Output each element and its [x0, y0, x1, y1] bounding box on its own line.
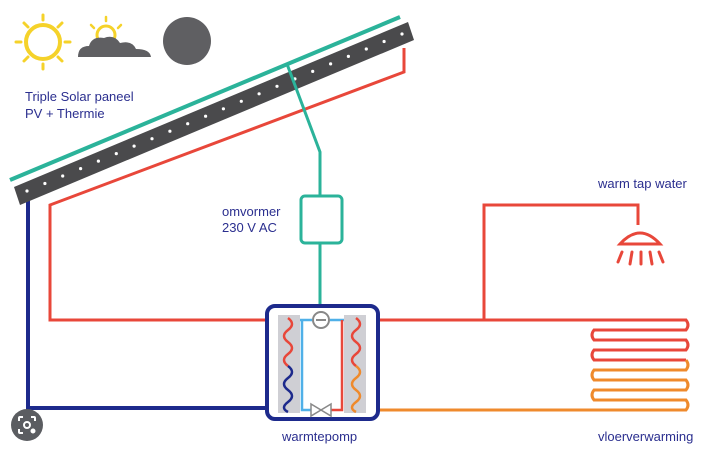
panel-label-line1: Triple Solar paneel [25, 89, 134, 104]
panel-cell-dot [400, 32, 404, 36]
electric-line [285, 63, 322, 196]
floor-heating-coil [372, 318, 690, 412]
sun-icon [14, 13, 72, 71]
floor-heating-label: vloerverwarming [598, 429, 693, 444]
panel-label-line2: PV + Thermie [25, 106, 105, 121]
panel-cell-dot [168, 129, 172, 133]
tap-water-pipe [372, 203, 640, 322]
panel-cell-dot [221, 107, 225, 111]
panel-cell-dot [25, 189, 29, 193]
panel-cell-dot [311, 69, 315, 73]
panel-cell-dot [132, 144, 136, 148]
panel-cell-dot [114, 152, 118, 156]
inverter-label-line1: omvormer [222, 204, 281, 219]
solar-panel [9, 15, 414, 205]
panel-cell-dot [204, 114, 208, 118]
shower-head-icon [616, 231, 665, 266]
google-lens-icon [18, 416, 36, 434]
panel-cell-dot [61, 174, 65, 178]
hot-return-pipe [48, 48, 406, 322]
panel-cell-dot [79, 167, 83, 171]
inverter-label-line2: 230 V AC [222, 220, 277, 235]
google-lens-button[interactable] [11, 409, 43, 441]
panel-cell-dot [43, 181, 47, 186]
heat-pump-label: warmtepomp [281, 429, 357, 444]
tap-water-label: warm tap water [597, 176, 688, 191]
panel-cell-dot [150, 137, 154, 141]
overcast-icon [163, 17, 211, 65]
panel-cell-dot [329, 62, 333, 66]
panel-cell-dot [239, 99, 243, 103]
panel-cell-dot [346, 54, 350, 59]
heat-pump [265, 304, 380, 421]
partly-cloudy-icon [78, 15, 151, 57]
panel-cell-dot [275, 84, 279, 88]
panel-cell-dot [257, 92, 261, 96]
panel-cell-dot [364, 47, 368, 51]
panel-cell-dot [96, 159, 100, 163]
inverter-box [299, 194, 344, 245]
panel-cell-dot [186, 122, 190, 126]
cold-supply-pipe [26, 200, 268, 410]
panel-cell-dot [382, 39, 386, 44]
expansion-valve-icon [310, 402, 332, 418]
